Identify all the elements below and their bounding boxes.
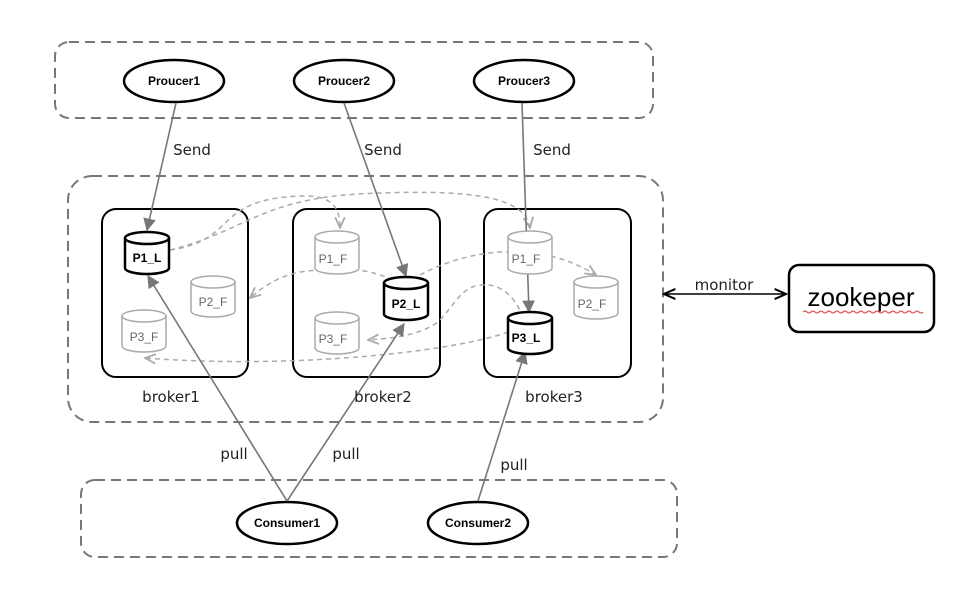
partition-b3-p2-follower: P2_F — [573, 275, 619, 320]
partition-label: P3_F — [319, 332, 348, 346]
zookeeper-label: zookeper — [808, 282, 915, 312]
send-label-2: Send — [364, 141, 402, 159]
partition-b2-p2-leader: P2_L — [382, 275, 430, 322]
partition-b3-p1-follower: P1_F — [507, 230, 553, 275]
spellcheck-underline — [802, 310, 924, 314]
partition-label: P3_F — [130, 330, 159, 344]
broker-label-3: broker3 — [525, 388, 583, 406]
producer-node-2: Proucer2 — [292, 58, 396, 104]
producer-label-3: Proucer3 — [498, 74, 550, 88]
send-label-1: Send — [173, 141, 211, 159]
producer-node-3: Proucer3 — [472, 58, 576, 104]
replication-links — [145, 191, 596, 361]
broker-label-2: broker2 — [354, 388, 412, 406]
consumer-node-1: Consumer1 — [235, 500, 339, 546]
consumer-label-2: Consumer2 — [445, 516, 511, 530]
send-edges — [143, 102, 536, 314]
partition-label: P1_L — [133, 251, 162, 265]
partition-b2-p3-follower: P3_F — [314, 311, 360, 355]
partition-b1-p3-follower: P3_F — [121, 309, 167, 353]
partition-label: P2_L — [392, 297, 421, 311]
partition-label: P1_F — [319, 252, 348, 266]
consumer-node-2: Consumer2 — [426, 500, 530, 546]
zookeeper-node: zookeper — [787, 263, 936, 334]
producer-node-1: Proucer1 — [122, 58, 226, 104]
producer-label-2: Proucer2 — [318, 74, 370, 88]
send-label-3: Send — [533, 141, 571, 159]
producer-label-1: Proucer1 — [148, 74, 200, 88]
producer-group — [54, 41, 654, 119]
partition-b3-p3-leader: P3_L — [506, 310, 554, 356]
consumer-group — [80, 479, 678, 558]
pull-label-2: pull — [332, 445, 359, 463]
pull-label-1: pull — [220, 445, 247, 463]
pull-edges — [147, 274, 528, 502]
partition-label: P1_F — [512, 252, 541, 266]
monitor-label: monitor — [695, 276, 755, 294]
broker-cluster — [67, 175, 664, 423]
partition-label: P2_F — [578, 297, 607, 311]
partition-label: P2_F — [199, 295, 228, 309]
pull-label-3: pull — [500, 456, 527, 474]
partition-b1-p1-leader: P1_L — [123, 230, 171, 276]
broker-label-1: broker1 — [142, 388, 200, 406]
consumer-label-1: Consumer1 — [254, 516, 320, 530]
partition-b2-p1-follower: P1_F — [314, 230, 360, 275]
partition-b1-p2-follower: P2_F — [190, 275, 236, 318]
partition-label: P3_L — [512, 331, 541, 345]
